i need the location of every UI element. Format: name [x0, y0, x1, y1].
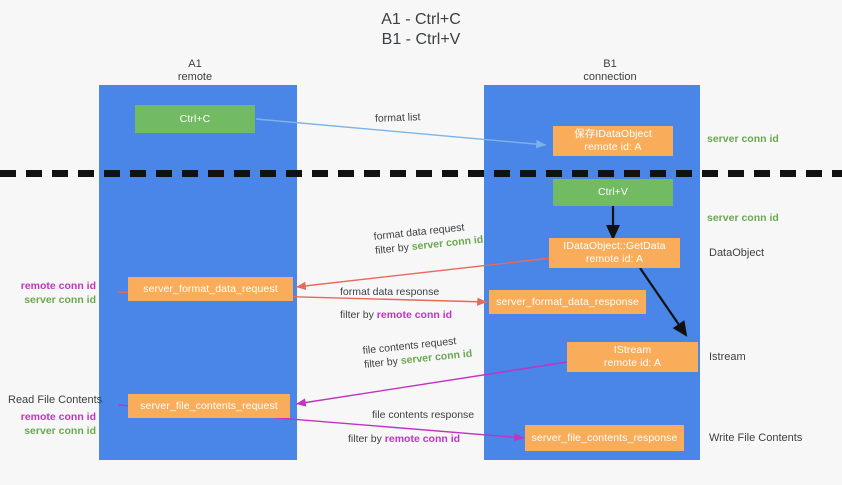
- left-label-server-conn-id-2: server conn id: [24, 425, 96, 437]
- edge-label-filter-remote-conn-id-2: filter by remote conn id: [348, 433, 461, 445]
- box-server-file-contents-response[interactable]: server_file_contents_response: [525, 425, 684, 451]
- box-server-format-data-response[interactable]: server_format_data_response: [489, 290, 646, 314]
- box-ctrl-c[interactable]: Ctrl+C: [135, 105, 255, 133]
- edge-label-format-data-response-group: format data response filter by remote co…: [340, 285, 452, 322]
- box-idataobject-getdata[interactable]: IDataObject::GetData remote id: A: [549, 238, 680, 268]
- edge-label-format-list: format list: [374, 111, 421, 125]
- box-server-file-contents-request[interactable]: server_file_contents_request: [128, 394, 290, 418]
- right-label-server-conn-id-top: server conn id: [707, 133, 779, 145]
- lane-header-a1: A1 remote: [177, 58, 213, 83]
- token-remote-conn-id: remote conn id: [376, 309, 453, 321]
- right-label-server-conn-id-mid: server conn id: [707, 212, 779, 224]
- edge-label-filter-remote-conn-id-1: filter by remote conn id: [340, 309, 453, 321]
- left-label-group-file: remote conn id server conn id: [6, 410, 96, 438]
- left-label-read-file-contents: Read File Contents: [8, 394, 103, 406]
- right-label-istream: Istream: [709, 351, 746, 363]
- edge-label-file-contents-request-group: file contents request filter by server c…: [362, 333, 473, 372]
- edge-label-format-data-response: format data response: [340, 286, 440, 298]
- edge-label-file-contents-response: file contents response: [372, 409, 475, 421]
- right-label-write-file-contents: Write File Contents: [709, 432, 803, 444]
- token-remote-conn-id-2: remote conn id: [384, 433, 461, 445]
- lane-header-b1: B1 connection: [583, 58, 637, 83]
- phase-divider: [0, 170, 842, 177]
- box-server-format-data-request[interactable]: server_format_data_request: [128, 277, 293, 301]
- box-save-idataobject[interactable]: 保存IDataObject remote id: A: [553, 126, 673, 156]
- edge-label-file-contents-response-group: file contents response filter by remote …: [348, 408, 474, 446]
- left-label-group-format: remote conn id server conn id: [6, 279, 96, 307]
- box-istream[interactable]: IStream remote id: A: [567, 342, 698, 372]
- box-ctrl-v[interactable]: Ctrl+V: [553, 179, 673, 206]
- edge-label-format-data-request-group: format data request filter by server con…: [373, 219, 484, 258]
- left-label-server-conn-id-1: server conn id: [24, 294, 96, 306]
- left-label-remote-conn-id-1: remote conn id: [20, 280, 96, 292]
- right-label-dataobject: DataObject: [709, 247, 765, 259]
- page-title: A1 - Ctrl+C B1 - Ctrl+V: [381, 11, 461, 48]
- left-label-remote-conn-id-2: remote conn id: [20, 411, 96, 423]
